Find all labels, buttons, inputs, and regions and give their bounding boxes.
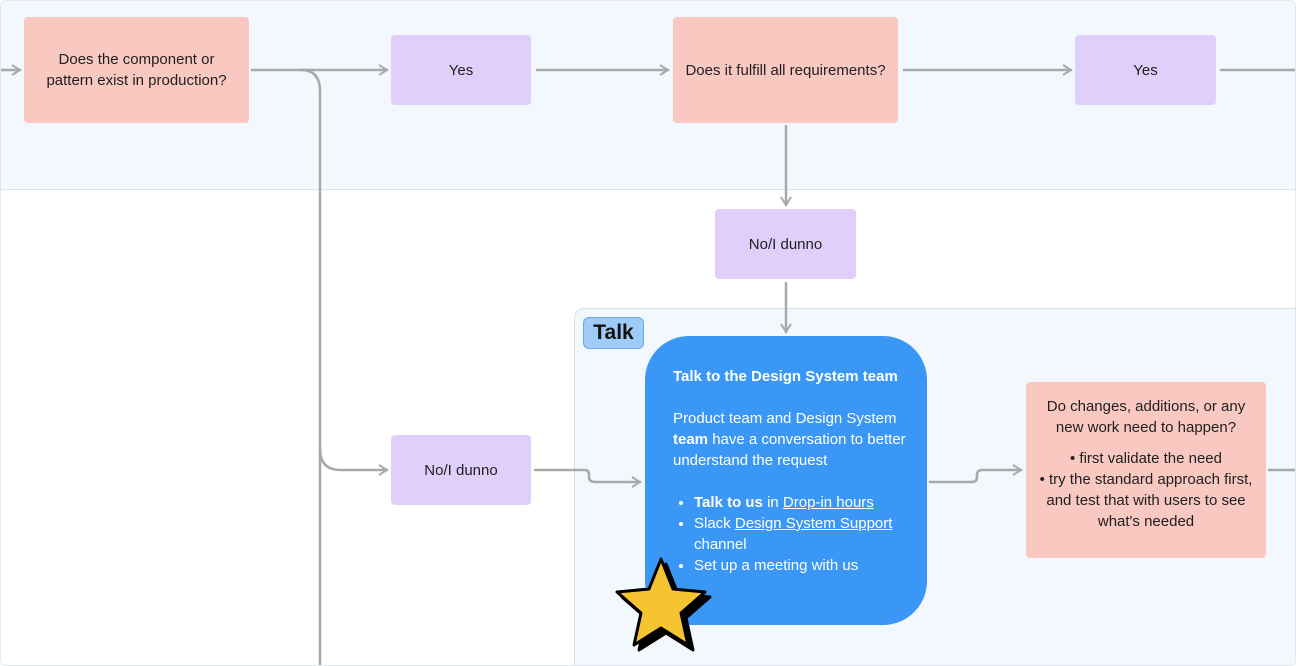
connector-card-change (928, 464, 1023, 484)
list-item: Set up a meeting with us (694, 555, 907, 576)
talk-card-title: Talk to the Design System team (673, 368, 898, 385)
talk-card-description: Product team and Design System team have… (673, 410, 906, 469)
connector-branch-no2 (318, 447, 389, 476)
connector-q1-branch (299, 68, 322, 665)
list-item: • try the standard approach first, and t… (1039, 471, 1253, 530)
talk-section-tag[interactable]: Talk (583, 317, 644, 349)
drop-in-hours-link[interactable]: Drop-in hours (782, 494, 874, 511)
changes-list: • first validate the need • try the stan… (1034, 448, 1258, 532)
design-system-support-link[interactable]: Design System Support (734, 515, 893, 532)
answer-no-dunno-node[interactable]: No/I dunno (391, 435, 531, 505)
question-fulfill-node[interactable]: Does it fulfill all requirements? (673, 17, 898, 123)
question-exists-node[interactable]: Does the component or pattern exist in p… (24, 17, 249, 123)
talk-card[interactable]: Talk to the Design System team Product t… (645, 336, 927, 625)
list-item: • first validate the need (1069, 450, 1222, 467)
answer-yes-node[interactable]: Yes (1075, 35, 1216, 105)
star-icon (615, 557, 712, 652)
answer-no-dunno-node[interactable]: No/I dunno (715, 209, 856, 279)
list-item: Talk to us in Drop-in hours (694, 492, 907, 513)
changes-question: Do changes, additions, or any new work n… (1046, 398, 1246, 436)
talk-options-list: Talk to us in Drop-in hours Slack Design… (673, 492, 907, 576)
answer-yes-node[interactable]: Yes (391, 35, 531, 105)
question-changes-node[interactable]: Do changes, additions, or any new work n… (1026, 382, 1266, 558)
list-item: Slack Design System Support channel (694, 513, 907, 555)
connector-no2-card (533, 468, 642, 488)
